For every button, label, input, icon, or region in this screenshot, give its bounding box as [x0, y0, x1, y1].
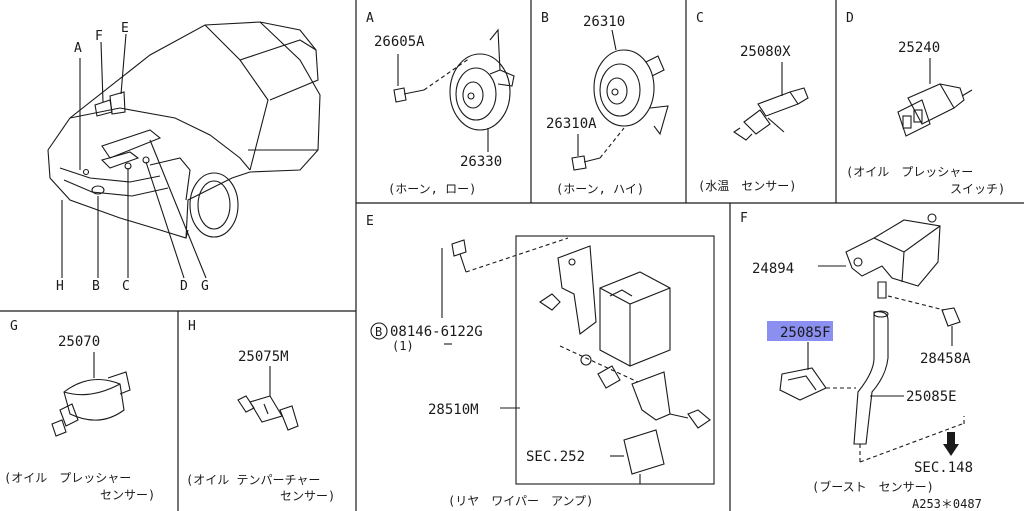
panel-f-caption: (ブースト センサー) — [812, 479, 934, 494]
oil-pressure-sensor-drawing — [51, 352, 131, 437]
wiper-amp-drawing — [441, 235, 715, 485]
panel-b-part-horn: 26310 — [583, 14, 625, 30]
horn-high-drawing — [571, 29, 669, 171]
panel-c: C 25080X (水温 センサー) — [696, 11, 809, 193]
panel-f-part-bolt: 28458A — [920, 351, 971, 367]
callout-d: D — [180, 279, 188, 294]
panel-h: H 25075M (オイル テンパーチャー センサー) — [186, 319, 335, 503]
panel-g: G 25070 (オイル プレッシャー センサー) — [4, 319, 155, 502]
panel-f-letter: F — [740, 211, 748, 226]
highlight-box — [767, 321, 833, 341]
panel-b-part-bolt: 26310A — [546, 116, 597, 132]
panel-b-letter: B — [541, 11, 549, 26]
panel-b: B 26310 26310A (ホーン, ハイ) — [541, 11, 669, 196]
boost-sensor-drawing — [779, 213, 965, 463]
panel-f-part-bracket: 24894 — [752, 261, 794, 277]
panel-a-part-horn: 26330 — [460, 154, 502, 170]
callout-e: E — [121, 21, 129, 36]
panel-d-letter: D — [846, 11, 854, 26]
panel-e: E B 08146-6122G (1) 28510M SEC.252 (リヤ ワ… — [366, 214, 715, 508]
panel-h-letter: H — [188, 319, 196, 334]
panel-c-letter: C — [696, 11, 704, 26]
oil-temp-sensor-drawing — [237, 366, 299, 431]
panel-e-bolt-qty: (1) — [392, 339, 414, 353]
panel-e-caption: (リヤ ワイパー アンプ) — [448, 494, 593, 508]
panel-c-caption: (水温 センサー) — [698, 179, 796, 193]
panel-c-part: 25080X — [740, 44, 791, 60]
callout-h: H — [56, 279, 64, 294]
callout-g: G — [201, 279, 209, 294]
panel-g-letter: G — [10, 319, 18, 334]
panel-g-caption-1: (オイル プレッシャー — [4, 471, 131, 485]
panel-g-caption-2: センサー) — [100, 488, 155, 502]
panel-e-ref: SEC.252 — [526, 449, 585, 465]
panel-b-caption: (ホーン, ハイ) — [556, 182, 644, 196]
panel-f-part-hose: 25085E — [906, 389, 957, 405]
panel-d-caption-2: スイッチ) — [950, 182, 1005, 196]
bolt-badge-letter: B — [375, 325, 382, 339]
horn-low-drawing — [393, 28, 515, 152]
callout-f: F — [95, 29, 103, 44]
callout-c: C — [122, 279, 130, 294]
panel-d-part: 25240 — [898, 40, 940, 56]
panel-a-letter: A — [366, 11, 374, 26]
bolt-badge: B — [370, 322, 388, 340]
panel-h-part: 25075M — [238, 349, 289, 365]
panel-f: F 24894 25085F 28458A 25085E SEC.148 (ブー… — [740, 211, 982, 511]
diagram-id: A253＊0487 — [912, 497, 982, 511]
callout-a: A — [74, 41, 82, 56]
panel-e-bolt-part: 08146-6122G — [390, 324, 483, 340]
water-temp-sensor-drawing — [733, 62, 809, 141]
panel-h-caption-1: (オイル テンパーチャー — [186, 473, 320, 487]
car-overview — [47, 21, 321, 279]
panel-d-caption-1: (オイル プレッシャー — [846, 165, 973, 179]
down-arrow-icon — [943, 432, 959, 456]
panel-e-part-amp: 28510M — [428, 402, 479, 418]
panel-g-part: 25070 — [58, 334, 100, 350]
panel-h-caption-2: センサー) — [280, 489, 335, 503]
panel-f-ref: SEC.148 — [914, 460, 973, 476]
panel-d: D 25240 (オイル プレッシャー スイッチ) — [846, 11, 1005, 196]
overview-callouts: A F E H B C D G — [56, 21, 209, 294]
oil-pressure-switch-drawing — [897, 58, 973, 137]
panel-a: A 26605A 26330 (ホーン, ロー) — [366, 11, 515, 196]
panel-f-part-clip: 25085F — [780, 325, 831, 341]
callout-b: B — [92, 279, 100, 294]
panel-e-letter: E — [366, 214, 374, 229]
panel-a-part-bolt: 26605A — [374, 34, 425, 50]
panel-a-caption: (ホーン, ロー) — [388, 182, 476, 196]
